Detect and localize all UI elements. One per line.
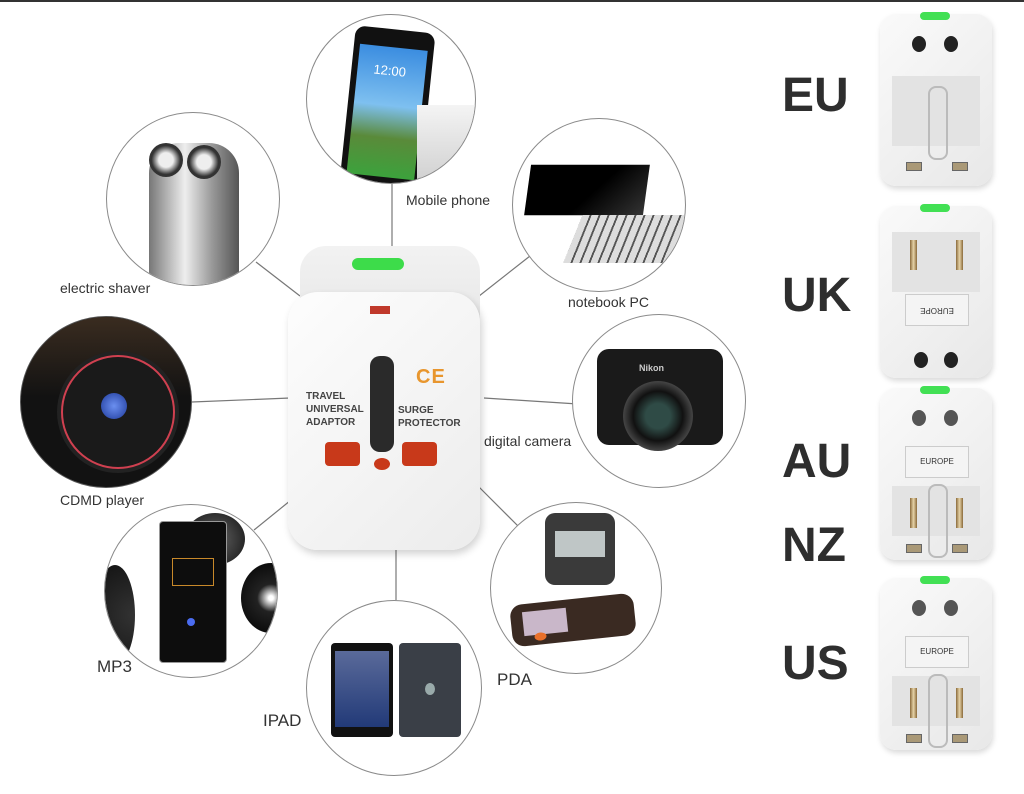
device-circle-digital-camera: Nikon [572, 314, 746, 488]
device-circle-ipad [306, 600, 482, 776]
plug-us: EUROPE [880, 576, 992, 750]
pda-scanner-image [545, 513, 615, 585]
device-circle-mp3 [104, 504, 278, 678]
device-circle-electric-shaver [106, 112, 280, 286]
camera-brand: Nikon [639, 363, 665, 373]
label-digital-camera: digital camera [484, 433, 572, 449]
socket-slot [370, 356, 394, 452]
label-mp3: MP3 [97, 657, 132, 676]
indicator-led [370, 306, 390, 314]
socket-left-pin [325, 442, 360, 466]
label-ipad: IPAD [263, 711, 302, 730]
label-mobile-phone: Mobile phone [406, 192, 491, 208]
region-label-eu: EU [782, 69, 849, 122]
device-circle-pda [490, 502, 662, 674]
mp3-player-image [159, 521, 227, 663]
plug-eu [880, 12, 992, 186]
label-cdmd-player: CDMD player [60, 492, 145, 508]
ipad-back-image [399, 643, 461, 737]
apple-logo-icon [425, 683, 435, 695]
top-rule [0, 0, 1024, 2]
plug-uk: EUROPE [880, 204, 992, 378]
region-label-us: US [782, 637, 849, 690]
plug-au-nz: EUROPE [880, 386, 992, 560]
adapter-left-text: TRAVEL UNIVERSAL ADAPTOR [306, 391, 364, 428]
adapter-right-text: SURGE PROTECTOR [398, 405, 461, 429]
plug-tag-uk: EUROPE [905, 294, 969, 326]
device-circle-notebook-pc [512, 118, 686, 292]
notebook-image [524, 164, 650, 216]
slider-switch [352, 258, 404, 270]
ce-mark: CE [416, 366, 446, 388]
socket-right-pin [402, 442, 437, 466]
plug-tag-us: EUROPE [905, 636, 969, 668]
device-circle-cdmd-player [20, 316, 192, 488]
socket-earth-pin [374, 458, 390, 470]
label-electric-shaver: electric shaver [60, 280, 151, 296]
play-pause-icon [101, 393, 127, 419]
region-label-au-nz: AU NZ [782, 435, 852, 572]
label-pda: PDA [497, 670, 532, 689]
device-circle-mobile-phone: 12:00 [306, 14, 476, 184]
ipad-front-image [331, 643, 393, 737]
pda-handheld-image [509, 592, 637, 648]
label-notebook-pc: notebook PC [568, 294, 649, 310]
plug-tag-au-nz: EUROPE [905, 446, 969, 478]
region-label-uk: UK [782, 269, 852, 322]
